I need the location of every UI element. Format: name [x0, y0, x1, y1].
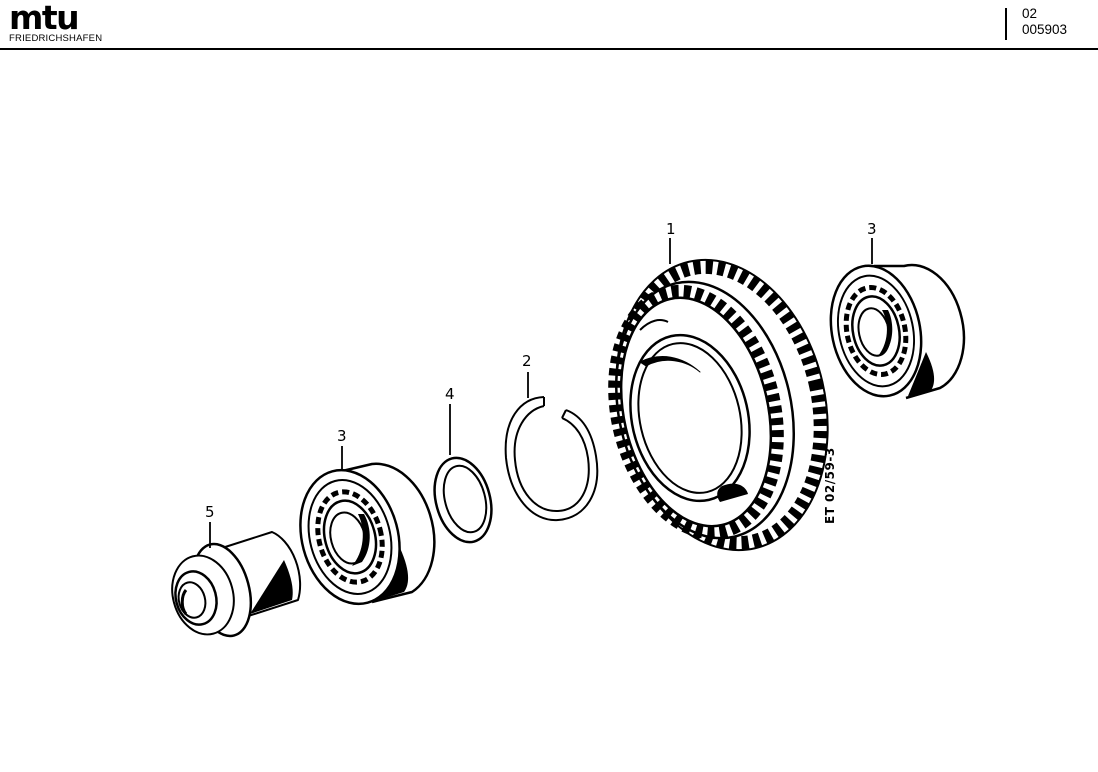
group-number: 02: [1022, 6, 1038, 21]
callout-3-left: 3: [337, 427, 347, 445]
part-shim: [433, 456, 493, 544]
logo-wordmark: mtu: [9, 0, 80, 37]
page-header: mtu FRIEDRICHSHAFEN 02 005903: [0, 0, 1098, 50]
part-gear: [608, 258, 829, 552]
logo-subtitle: FRIEDRICHSHAFEN: [9, 33, 103, 44]
callout-1: 1: [666, 220, 676, 238]
header-rule: [0, 48, 1098, 50]
mtu-logo: mtu FRIEDRICHSHAFEN: [9, 0, 103, 44]
header-separator: [1005, 8, 1007, 40]
part-bearing-right: [829, 263, 966, 400]
part-bushing: [171, 531, 302, 638]
document-number: 005903: [1022, 22, 1068, 37]
part-snap-ring: [504, 396, 599, 522]
leader-lines: [209, 238, 873, 548]
callout-2: 2: [522, 352, 532, 370]
drawing-reference: ET 02/59-3: [823, 447, 837, 524]
callout-5: 5: [205, 503, 215, 521]
part-bearing-left: [299, 462, 436, 606]
callout-4: 4: [445, 385, 455, 403]
callout-3-right: 3: [867, 220, 877, 238]
